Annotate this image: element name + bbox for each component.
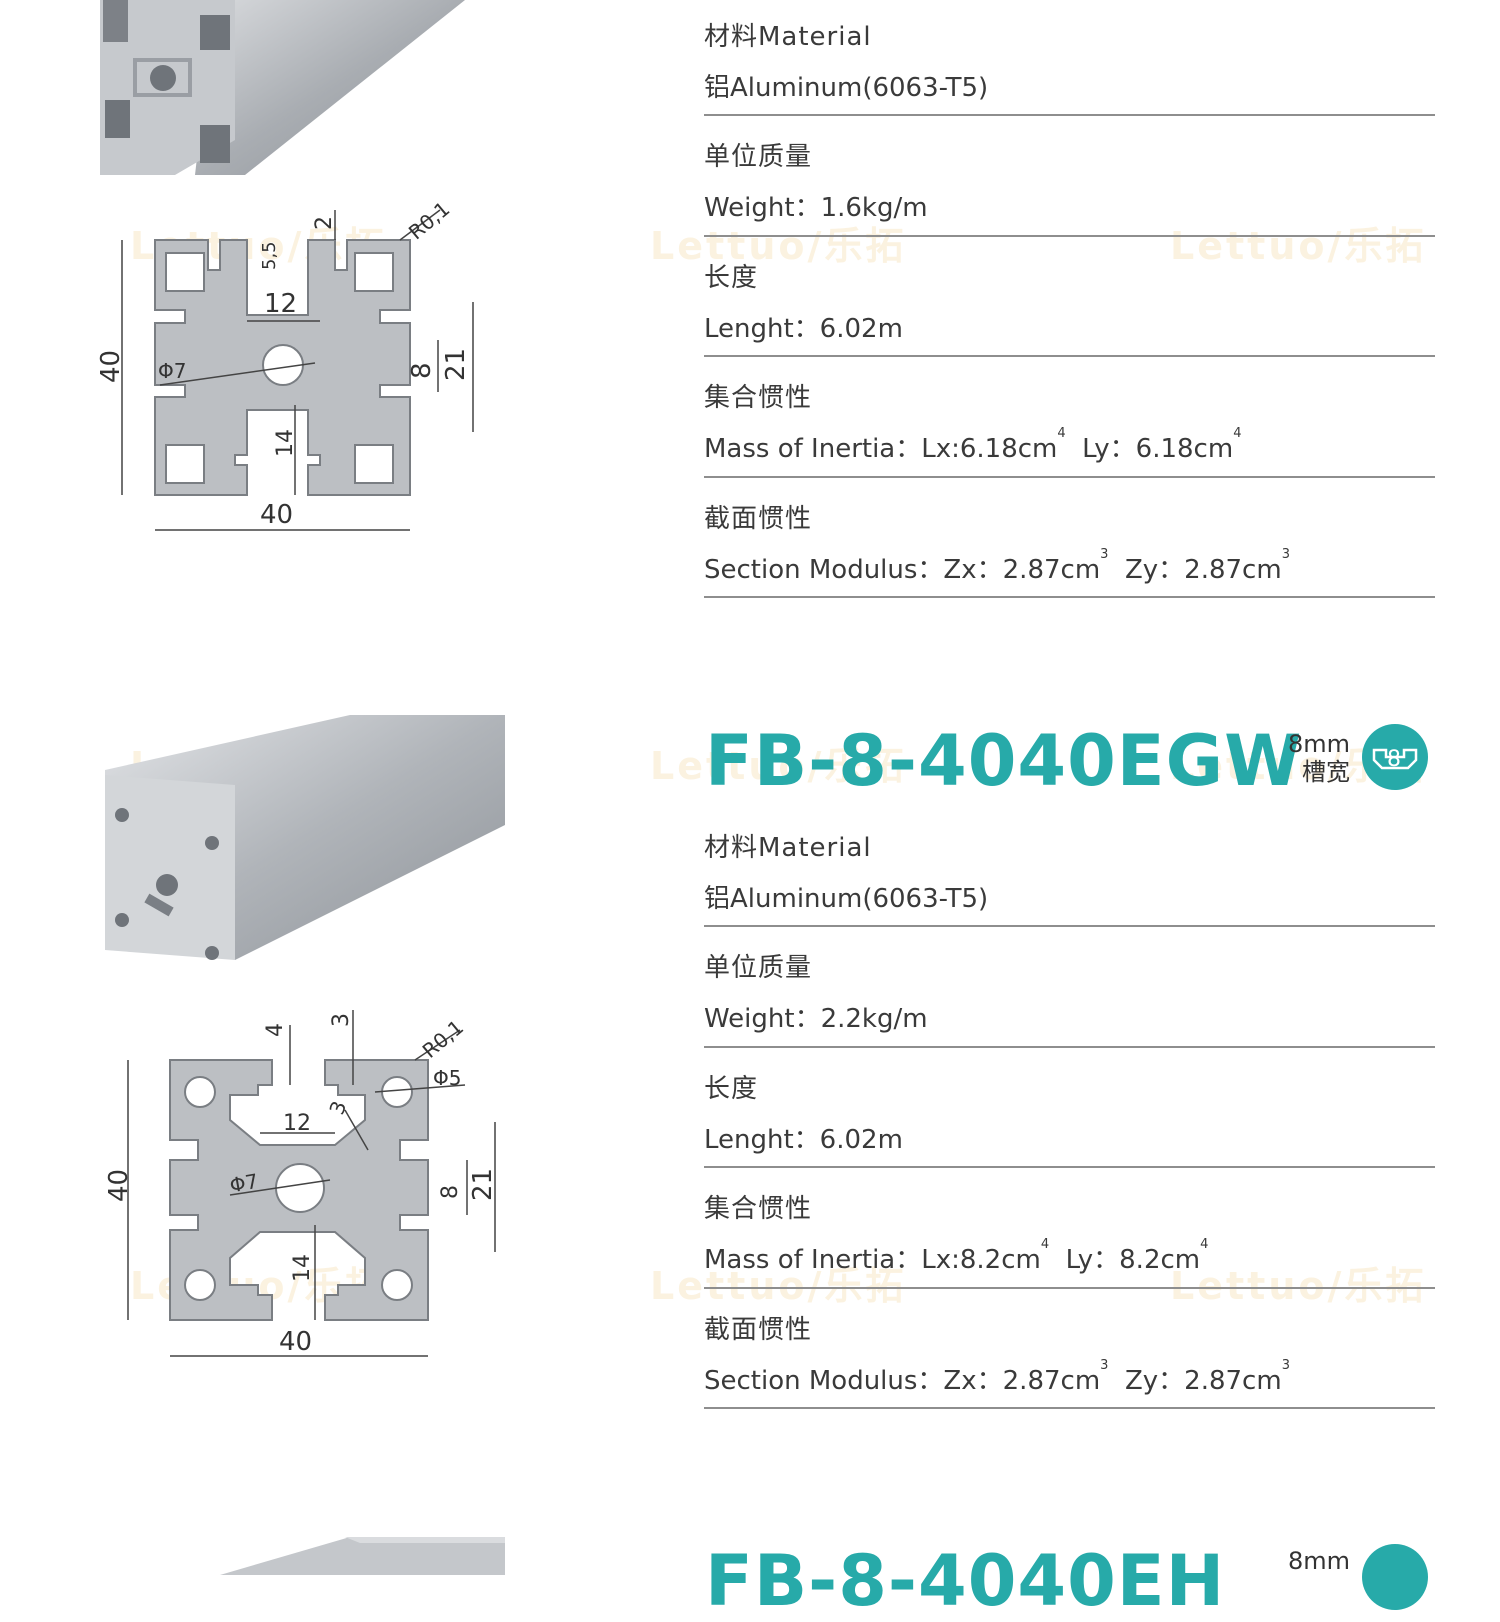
spec-value: Section Modulus：Zx：2.87cm3 Zy：2.87cm3 — [704, 1357, 1290, 1396]
spec-inertia: 集合惯性 Mass of Inertia：Lx:8.2cm4 Ly：8.2cm4 — [704, 1168, 1435, 1289]
product-section-2: R0,1 4 3 Φ5 3 12 40 Φ7 8 21 14 40 FB-8-4… — [0, 700, 1500, 1460]
spec-value: Mass of Inertia：Lx:6.18cm4 Ly：6.18cm4 — [704, 426, 1242, 465]
spec-label: 长度 — [704, 1073, 759, 1104]
spec-value: 铝Aluminum(6063-T5) — [704, 73, 989, 103]
spec-length: 长度 Lenght：6.02m — [704, 1048, 1435, 1169]
slot-width-badge: 8 — [1362, 724, 1428, 790]
spec-length: 长度 Lenght：6.02m — [704, 237, 1435, 358]
spec-weight: 单位质量 Weight：1.6kg/m — [704, 116, 1435, 237]
spec-label: 材料Material — [704, 22, 872, 52]
dim-center: 12 — [264, 289, 297, 319]
product-model-title: FB-8-4040EH — [705, 1540, 1226, 1622]
dim-height: 40 — [96, 350, 126, 383]
spec-label: 单位质量 — [704, 953, 813, 984]
spec-value: Lenght：6.02m — [704, 313, 903, 344]
dim-slot: 8 — [407, 362, 437, 379]
spec-weight: 单位质量 Weight：2.2kg/m — [704, 927, 1435, 1048]
spec-label: 材料Material — [704, 833, 872, 863]
dim-inner: 3 — [324, 1098, 351, 1118]
dim-width: 40 — [279, 1327, 312, 1357]
dim-bottom: 14 — [273, 429, 298, 457]
watermark: Lettuo/乐拓 — [1170, 224, 1427, 268]
spec-list: 材料Material 铝Aluminum(6063-T5) 单位质量 Weigh… — [704, 0, 1435, 598]
spec-list: 材料Material 铝Aluminum(6063-T5) 单位质量 Weigh… — [704, 807, 1435, 1409]
profile-render-image — [105, 715, 505, 960]
dim-width: 40 — [260, 500, 293, 530]
slot-width-badge — [1362, 1544, 1428, 1610]
dim-center: 12 — [283, 1111, 311, 1136]
dim-hole-small: Φ5 — [433, 1066, 461, 1090]
slot-size: 8mm — [1287, 1547, 1350, 1575]
spec-label: 长度 — [704, 262, 759, 293]
cross-section-drawing: R0,1 4 3 Φ5 3 12 40 Φ7 8 21 14 40 — [104, 1010, 498, 1357]
spec-value: Weight：2.2kg/m — [704, 1004, 928, 1035]
dim-span: 21 — [468, 1168, 498, 1201]
spec-label: 截面惯性 — [704, 1314, 813, 1345]
profile-render-image — [100, 0, 465, 175]
dim-span: 21 — [441, 348, 471, 381]
slot-profile-icon: 8 — [1372, 747, 1418, 772]
watermark: Lettuo/乐拓 — [650, 1264, 907, 1308]
product-section-3: FB-8-4040EH 8mm — [0, 1520, 1500, 1622]
profile-render-image — [220, 1537, 505, 1575]
watermark: Lettuo/乐拓 — [650, 224, 907, 268]
dim-top-left: 4 — [263, 1023, 288, 1037]
spec-value: Mass of Inertia：Lx:8.2cm4 Ly：8.2cm4 — [704, 1237, 1209, 1276]
spec-material: 材料Material 铝Aluminum(6063-T5) — [704, 0, 1435, 117]
dim-hole: Φ7 — [158, 359, 186, 383]
dim-hole: Φ7 — [228, 1169, 260, 1198]
slot-size: 8mm — [1287, 730, 1350, 758]
dim-bottom: 14 — [290, 1254, 315, 1282]
dim-top: 2 — [312, 216, 337, 230]
dim-slot: 8 — [438, 1185, 463, 1199]
cross-section-drawing: R0,1 2 5,5 12 40 Φ7 8 21 14 40 — [96, 197, 474, 531]
slot-badge-number: 8 — [1387, 747, 1401, 772]
spec-label: 集合惯性 — [704, 383, 813, 414]
spec-inertia: 集合惯性 Mass of Inertia：Lx:6.18cm4 Ly：6.18c… — [704, 357, 1435, 478]
slot-width-text: 8mm 槽宽 — [1270, 730, 1350, 786]
product-model-title: FB-8-4040EGW — [705, 720, 1303, 802]
spec-modulus: 截面惯性 Section Modulus：Zx：2.87cm3 Zy：2.87c… — [704, 1289, 1435, 1409]
dim-radius: R0,1 — [404, 197, 454, 245]
spec-label: 单位质量 — [704, 142, 813, 173]
dim-top-right: 3 — [329, 1013, 354, 1027]
spec-value: 铝Aluminum(6063-T5) — [704, 884, 989, 914]
spec-material: 材料Material 铝Aluminum(6063-T5) — [704, 807, 1435, 928]
watermark: Lettuo/乐拓 — [650, 744, 907, 788]
spec-label: 截面惯性 — [704, 503, 813, 534]
spec-value: Lenght：6.02m — [704, 1124, 903, 1155]
spec-label: 集合惯性 — [704, 1194, 813, 1225]
dim-height: 40 — [104, 1169, 134, 1202]
dim-radius: R0,1 — [418, 1015, 468, 1063]
spec-modulus: 截面惯性 Section Modulus：Zx：2.87cm3 Zy：2.87c… — [704, 478, 1435, 598]
spec-value: Section Modulus：Zx：2.87cm3 Zy：2.87cm3 — [704, 546, 1290, 585]
watermark: Lettuo/乐拓 — [1170, 1264, 1427, 1308]
product-section-1: R0,1 2 5,5 12 40 Φ7 8 21 14 40 材料Materia… — [0, 0, 1500, 640]
slot-label: 槽宽 — [1302, 758, 1350, 786]
dim-slot-depth: 5,5 — [259, 241, 280, 270]
spec-value: Weight：1.6kg/m — [704, 193, 928, 224]
